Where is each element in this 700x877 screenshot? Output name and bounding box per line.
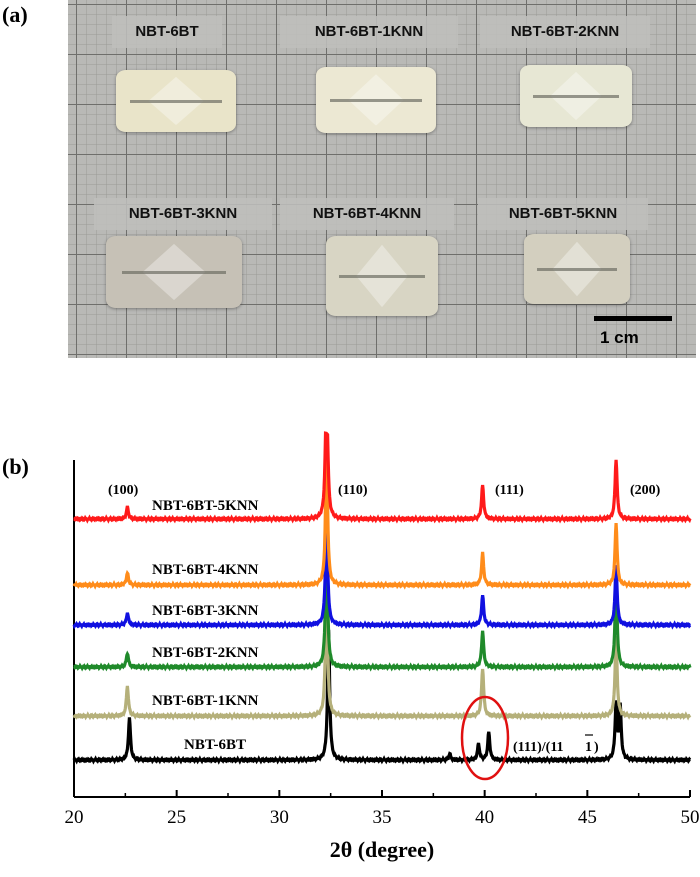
sample-label-3knn: NBT-6BT-3KNN: [94, 198, 272, 230]
sample-pellet-1knn: [316, 67, 436, 133]
x-tick-label: 25: [167, 807, 186, 828]
peak-label-100: (100): [108, 483, 139, 498]
notch: [122, 270, 226, 274]
panel-b-label: (b): [2, 454, 29, 479]
xrd-trace-line: [72, 444, 692, 590]
peak-label-110: (110): [338, 483, 368, 498]
x-axis-title: 2θ (degree): [330, 837, 435, 862]
x-tick-label: 20: [65, 807, 84, 828]
peak-label-111: (111): [495, 483, 524, 498]
x-tick-label: 40: [475, 807, 494, 828]
notch: [533, 94, 619, 98]
sample-pellet-5knn: [524, 234, 630, 304]
series-label: NBT-6BT-3KNN: [152, 603, 259, 619]
highlight-ellipse: [460, 695, 510, 781]
x-tick-label: 45: [578, 807, 597, 828]
series-label: NBT-6BT-4KNN: [152, 562, 259, 578]
notch: [339, 274, 425, 278]
notch: [330, 98, 422, 102]
x-tick-label: 35: [373, 807, 392, 828]
xrd-trace-line: [72, 576, 692, 721]
scale-bar-label: 1 cm: [600, 328, 639, 347]
sample-pellet-2knn: [520, 65, 632, 127]
panel-a-label: (a): [2, 2, 28, 27]
sample-label-nbt-6bt: NBT-6BT: [112, 16, 222, 48]
series-label: NBT-6BT-1KNN: [152, 693, 259, 709]
xrd-trace-line: [73, 536, 692, 672]
sample-label-4knn: NBT-6BT-4KNN: [280, 198, 454, 230]
peak-label-bar-one: 1: [585, 740, 592, 755]
peak-label-111-split: (111)/(11: [513, 740, 564, 755]
x-tick-label: 30: [270, 807, 289, 828]
sample-pellet-3knn: [106, 236, 242, 308]
sample-photograph: NBT-6BT NBT-6BT-1KNN NBT-6BT-2KNN NBT-6B…: [68, 0, 696, 358]
xrd-trace-line: [73, 431, 692, 524]
xrd-trace-line: [72, 629, 692, 765]
xrd-chart: 20 25 30 35 40 45 50 2θ (degree) NBT-6BT NBT-6BT-…: [65, 431, 700, 862]
scale-bar: [594, 316, 672, 321]
sample-pellet-nbt-6bt: [116, 70, 236, 132]
series-label: NBT-6BT: [184, 737, 246, 753]
series-label: NBT-6BT-2KNN: [152, 645, 259, 661]
sample-label-2knn: NBT-6BT-2KNN: [480, 16, 650, 48]
peak-label-200: (200): [630, 483, 661, 498]
x-tick-label: 50: [681, 807, 700, 828]
series-label: NBT-6BT-5KNN: [152, 498, 259, 514]
notch: [130, 99, 222, 103]
notch: [536, 267, 618, 271]
peak-label-close-paren: ): [594, 740, 599, 755]
sample-label-5knn: NBT-6BT-5KNN: [478, 198, 648, 230]
sample-label-1knn: NBT-6BT-1KNN: [280, 16, 458, 48]
sample-pellet-4knn: [326, 236, 438, 316]
xrd-trace-line: [72, 504, 692, 630]
